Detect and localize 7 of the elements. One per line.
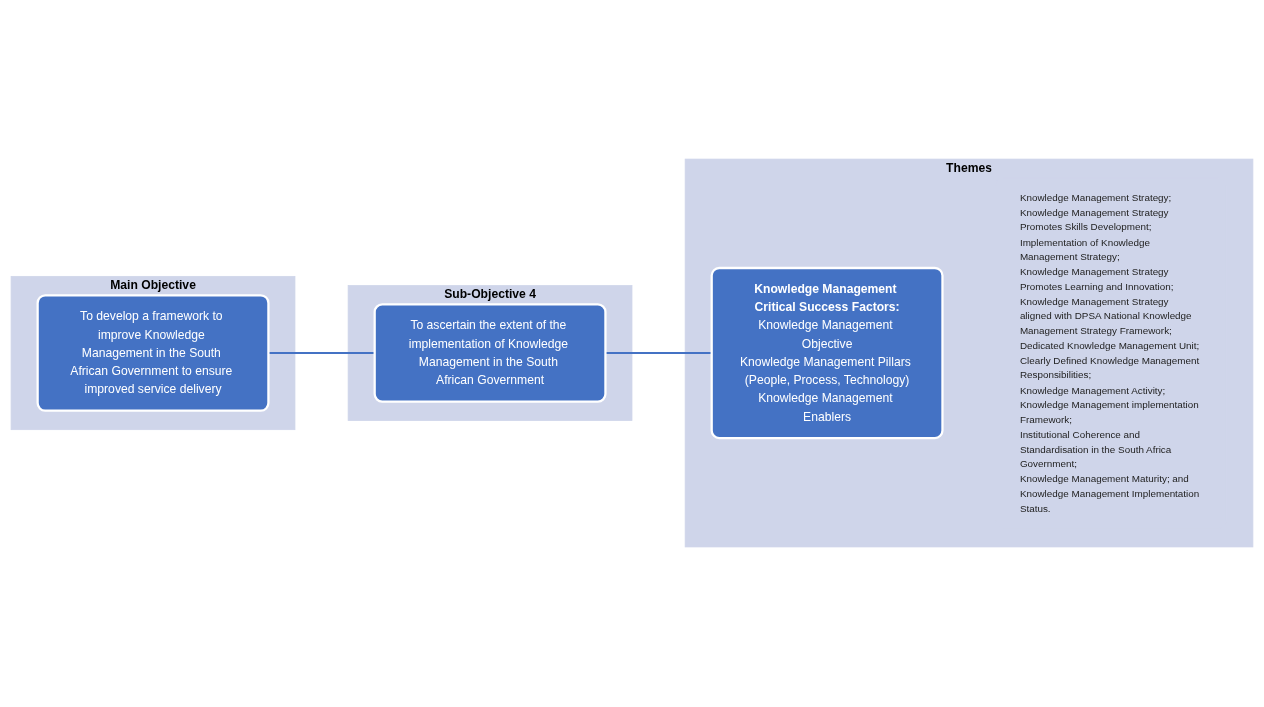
cluster [10, 276, 296, 431]
cluster [684, 159, 1254, 548]
node-box [373, 303, 607, 404]
diagram: Themes Sub-Objective 4 Main Objective To develop a framework to improve Knowledge Management in the South African Government to ensure improved service delivery To ascertain the extent of the implementation of Knowledge Management in the South African Government Knowledge Management Critical Success Factors: Knowledge Management Objective Knowledge Management Pillars (People, Process, Technology) Knowledge Management Enablers Knowledge Management Strategy; Knowledge Management Strategy Promotes Skills Development; Implementation of Knowledge Management Strategy; Knowledge Management Strategy Promotes Learning and Innovation; Knowledge Management Strategy aligned with DPSA National Knowledge Management Strategy Framework; Dedicated Knowledge Management Unit; Clearly Defined Knowledge Management Responsibilities; Knowledge Management Activity; Knowledge Management implementation Framework; Institutional Coherence and Standardisation in the South Africa Government; Knowledge Management Maturity; and Knowledge Management Implementation Status. [5, 153, 1259, 554]
node-box [710, 267, 944, 440]
cluster [347, 285, 633, 422]
node-box [36, 294, 270, 413]
